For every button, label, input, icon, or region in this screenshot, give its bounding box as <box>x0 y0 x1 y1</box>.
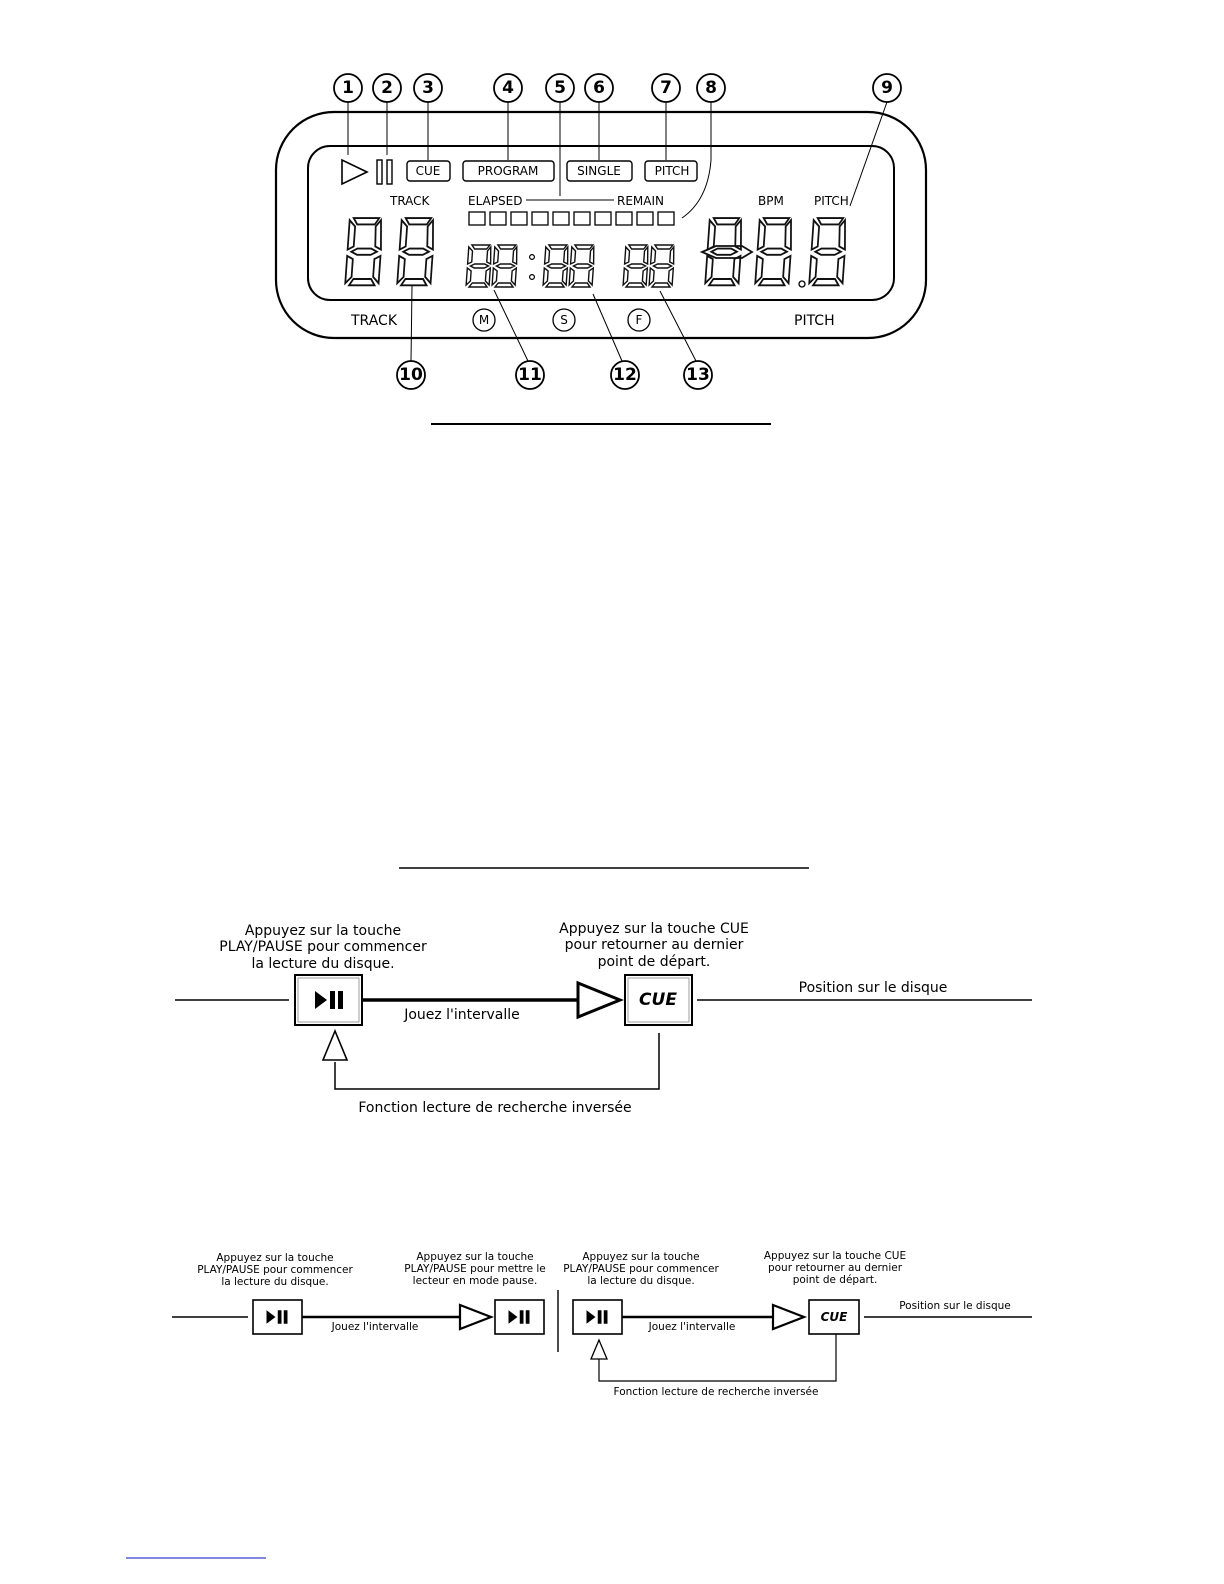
d2-playpause-button-1 <box>252 1299 303 1335</box>
bpm-label: BPM <box>758 194 784 208</box>
d1-cue-caption-line3: point de départ. <box>598 954 711 970</box>
d1-play-caption-line1: Appuyez sur la touche <box>245 923 401 939</box>
remain-label: REMAIN <box>617 194 664 208</box>
play-icon <box>341 158 369 186</box>
cue-diagram-2: Appuyez sur la touche PLAY/PAUSE pour co… <box>172 1250 1032 1398</box>
callout-2-label: 2 <box>381 78 393 98</box>
callout-5: 5 <box>545 73 575 196</box>
d2-caption1-line3: la lecture du disque. <box>221 1276 328 1288</box>
callout-5-label: 5 <box>554 78 566 98</box>
d2-caption4-line2: pour retourner au dernier <box>768 1262 903 1274</box>
callout-4-label: 4 <box>502 78 514 98</box>
callout-12-label: 12 <box>613 365 637 385</box>
d1-cue-button <box>624 974 693 1026</box>
d2-caption2-line3: lecteur en mode pause. <box>413 1275 538 1287</box>
d2-interval2-label: Jouez l'intervalle <box>648 1321 736 1333</box>
d2-caption1-line2: PLAY/PAUSE pour commencer <box>197 1264 353 1276</box>
d2-cue-button <box>808 1299 860 1335</box>
callout-11: 11 <box>493 289 545 390</box>
pitch-top-label: PITCH <box>814 194 849 208</box>
d1-cue-caption-line1: Appuyez sur la touche CUE <box>559 921 749 937</box>
d2-cue-button-label: CUE <box>821 1310 849 1324</box>
callout-6-label: 6 <box>593 78 605 98</box>
d2-reverse-label: Fonction lecture de recherche inversée <box>614 1386 819 1398</box>
lcd-diagram: 1 2 3 4 5 6 7 <box>274 73 928 390</box>
callout-6: 6 <box>584 73 614 160</box>
d2-caption4-line1: Appuyez sur la touche CUE <box>764 1250 906 1262</box>
seconds-label: S <box>560 313 568 327</box>
d2-arrow-icon-2 <box>771 1303 808 1331</box>
pitch-bottom-label: PITCH <box>794 313 835 329</box>
callout-11-label: 11 <box>518 365 542 385</box>
cue-indicator: CUE <box>416 164 441 178</box>
d2-up-arrow-icon <box>590 1338 608 1360</box>
d1-play-caption-line2: PLAY/PAUSE pour commencer <box>219 939 427 955</box>
lcd-housing <box>274 110 928 340</box>
callout-8: 8 <box>681 73 726 219</box>
d2-arrow-icon-1 <box>458 1303 495 1331</box>
d2-caption4-line3: point de départ. <box>793 1274 878 1286</box>
d2-caption3-line1: Appuyez sur la touche <box>582 1251 699 1263</box>
callout-13-label: 13 <box>686 365 710 385</box>
callout-7: 7 <box>651 73 681 160</box>
d1-cue-caption-line2: pour retourner au dernier <box>565 937 744 953</box>
progress-bar-segments <box>468 211 675 226</box>
callout-9-label: 9 <box>881 78 893 98</box>
frames-label: F <box>636 313 643 327</box>
d2-caption2-line1: Appuyez sur la touche <box>416 1251 533 1263</box>
d1-up-arrow-icon <box>321 1028 349 1061</box>
d2-caption3-line3: la lecture du disque. <box>587 1275 694 1287</box>
d1-position-label: Position sur le disque <box>799 980 948 996</box>
track-digits <box>344 217 437 287</box>
d1-playpause-button <box>294 974 363 1026</box>
callout-9: 9 <box>849 73 902 207</box>
callout-7-label: 7 <box>660 78 672 98</box>
track-bottom-label: TRACK <box>350 313 398 329</box>
d1-interval-label: Jouez l'intervalle <box>403 1007 520 1023</box>
time-digits <box>465 244 676 288</box>
callout-1: 1 <box>333 73 363 155</box>
minutes-label: M <box>479 313 489 327</box>
callout-10-label: 10 <box>399 365 423 385</box>
program-indicator: PROGRAM <box>478 164 539 178</box>
callout-1-label: 1 <box>342 78 354 98</box>
d2-playpause-button-3 <box>572 1299 623 1335</box>
callout-8-label: 8 <box>705 78 717 98</box>
cue-diagram-1: Appuyez sur la touche PLAY/PAUSE pour co… <box>175 921 1032 1116</box>
callout-2: 2 <box>372 73 402 155</box>
callout-3-label: 3 <box>422 78 434 98</box>
d1-cue-button-label: CUE <box>639 990 677 1010</box>
d2-caption3-line2: PLAY/PAUSE pour commencer <box>563 1263 719 1275</box>
pitch-indicator: PITCH <box>655 164 690 178</box>
d1-reverse-label: Fonction lecture de recherche inversée <box>358 1100 631 1116</box>
d2-caption2-line2: PLAY/PAUSE pour mettre le <box>404 1263 546 1275</box>
pause-icon <box>376 159 393 185</box>
d2-interval1-label: Jouez l'intervalle <box>331 1321 419 1333</box>
callout-3: 3 <box>413 73 443 160</box>
d1-play-caption-line3: la lecture du disque. <box>251 956 394 972</box>
track-top-label: TRACK <box>389 194 431 208</box>
single-indicator: SINGLE <box>577 164 621 178</box>
d1-arrow-icon <box>576 980 624 1020</box>
pitch-digits <box>699 217 849 288</box>
d2-position-label: Position sur le disque <box>899 1300 1011 1312</box>
callout-12: 12 <box>592 293 640 390</box>
callout-13: 13 <box>659 290 713 390</box>
d2-caption1-line1: Appuyez sur la touche <box>216 1252 333 1264</box>
lcd-screen <box>307 145 895 301</box>
callout-10: 10 <box>396 285 426 390</box>
elapsed-label: ELAPSED <box>468 194 522 208</box>
callout-4: 4 <box>493 73 523 160</box>
d2-playpause-button-2 <box>494 1299 545 1335</box>
